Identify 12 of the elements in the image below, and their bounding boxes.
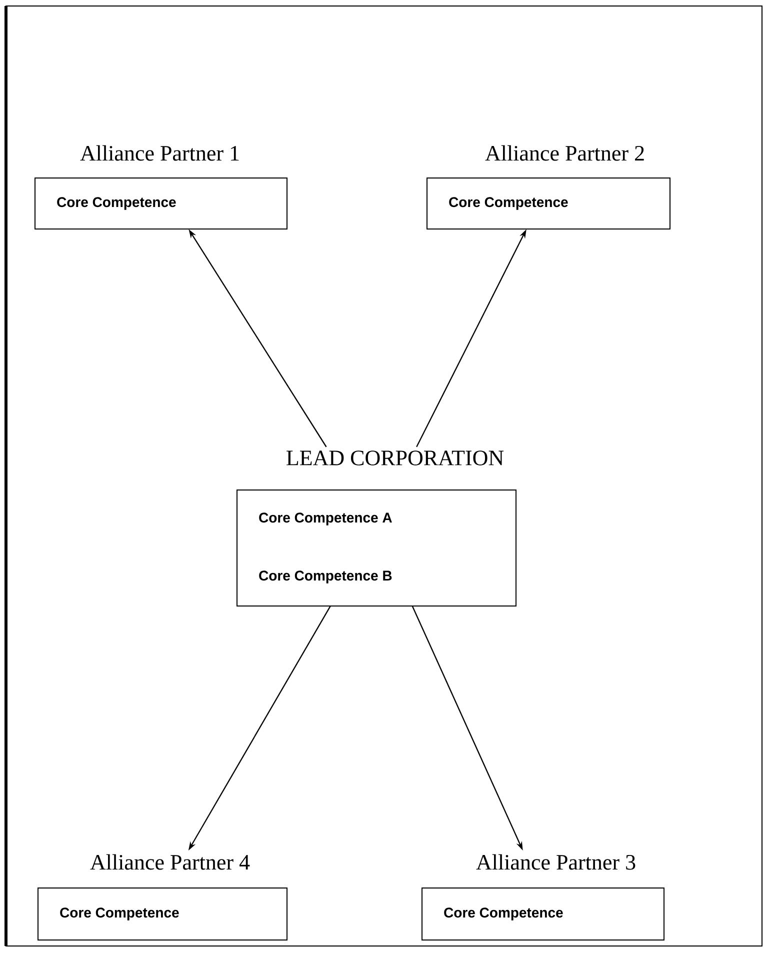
node-label: Core Competence B (259, 570, 392, 584)
heading: LEAD CORPORATION (286, 450, 504, 466)
competence-box: Core Competence (38, 888, 288, 940)
heading: Alliance Partner 2 (485, 145, 644, 161)
heading: Alliance Partner 3 (476, 854, 636, 870)
heading: Alliance Partner 1 (80, 145, 239, 161)
competence-box: Core Competence (422, 888, 664, 940)
competence-box: Core Competence (426, 178, 670, 230)
competence-box: Core Competence A Core Competence B (236, 490, 516, 606)
node-label: Core Competence A (259, 512, 392, 526)
heading: Alliance Partner 4 (90, 854, 250, 870)
competence-box: Core Competence (34, 178, 288, 230)
